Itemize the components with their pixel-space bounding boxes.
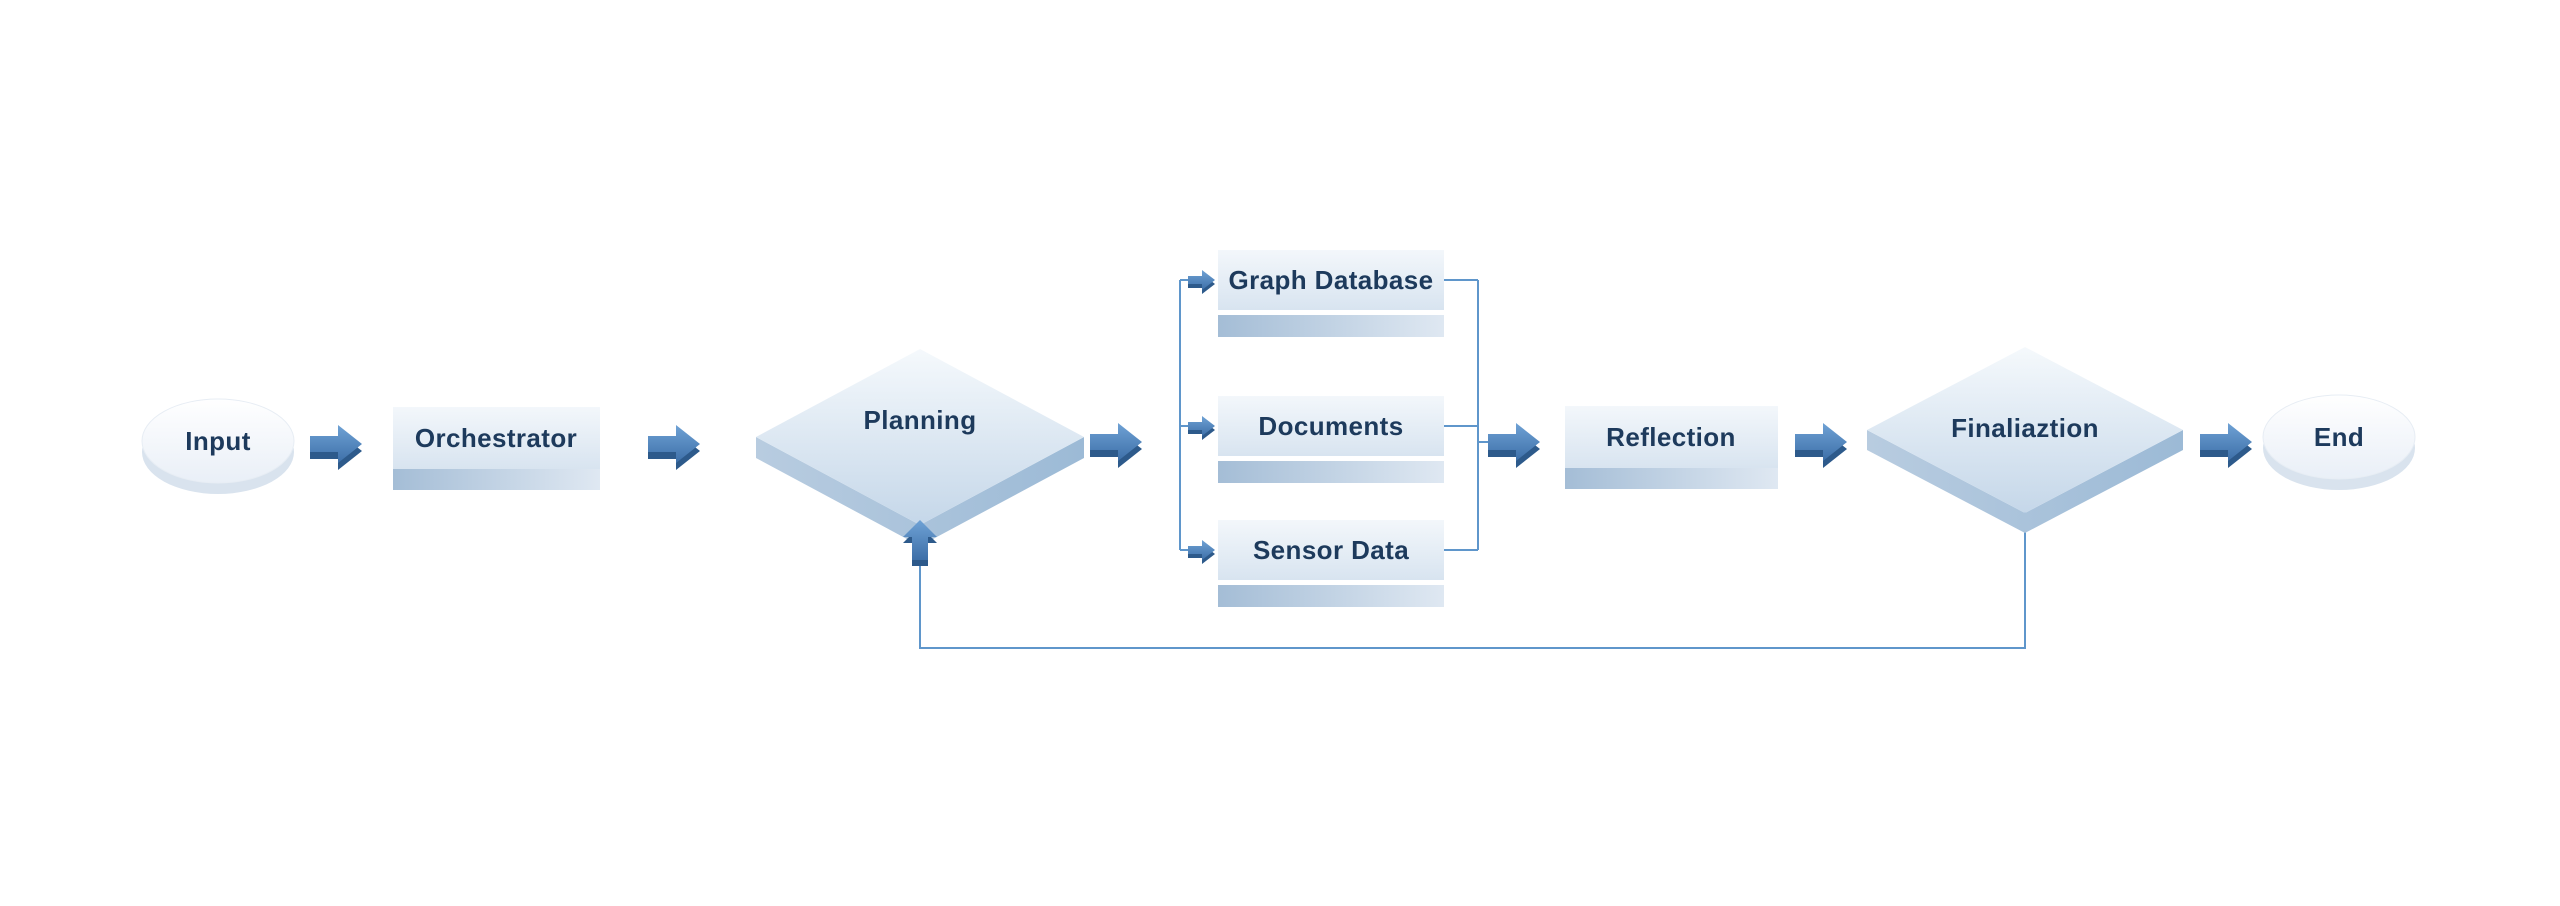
- sensor-data-band: [1218, 585, 1444, 607]
- node-orchestrator: Orchestrator: [393, 407, 600, 490]
- input-disc-face: [141, 398, 295, 484]
- documents-face: [1218, 396, 1444, 456]
- node-documents-label: Documents: [1258, 411, 1403, 441]
- feedback-up-arrow-icon: [903, 520, 937, 566]
- node-sensor-data-label: Sensor Data: [1253, 535, 1409, 565]
- node-planning: Planning: [756, 349, 1084, 546]
- reflection-face: [1565, 406, 1778, 468]
- arrow-planning-fanout-icon: [1090, 423, 1142, 468]
- node-input: Input: [141, 398, 295, 494]
- reflection-band: [1565, 468, 1778, 489]
- arrow-finalization-end-icon: [2200, 423, 2252, 468]
- node-reflection: Reflection: [1565, 406, 1778, 489]
- sensor-data-face: [1218, 520, 1444, 580]
- arrow-into-documents-icon: [1188, 416, 1215, 440]
- arrow-into-graph-database-icon: [1188, 270, 1215, 294]
- planning-diamond-depth: [756, 437, 1084, 546]
- node-orchestrator-label: Orchestrator: [415, 423, 577, 453]
- documents-band: [1218, 461, 1444, 483]
- finalization-diamond-face: [1867, 347, 2183, 513]
- arrow-into-sensor-data-icon: [1188, 540, 1215, 564]
- planning-diamond-face: [756, 349, 1084, 525]
- graph-database-face: [1218, 250, 1444, 310]
- orchestrator-band: [393, 469, 600, 490]
- node-planning-label: Planning: [864, 405, 977, 435]
- feedback-connector: [919, 510, 2026, 649]
- reflection-fanin-connector: [1444, 279, 1490, 551]
- arrow-orchestrator-planning-icon: [648, 425, 700, 470]
- arrow-input-orchestrator-icon: [310, 425, 362, 470]
- node-documents: Documents: [1218, 396, 1444, 483]
- arrow-fanin-reflection-icon: [1488, 423, 1540, 468]
- finalization-diamond-depth: [1867, 430, 2183, 533]
- node-sensor-data: Sensor Data: [1218, 520, 1444, 607]
- node-finalization-label: Finaliaztion: [1951, 413, 2099, 443]
- node-graph-database-label: Graph Database: [1228, 265, 1433, 295]
- graph-database-band: [1218, 315, 1444, 337]
- end-disc-face: [2262, 394, 2416, 480]
- node-end: End: [2262, 394, 2416, 490]
- node-end-label: End: [2314, 422, 2364, 452]
- node-finalization: Finaliaztion: [1867, 347, 2183, 533]
- arrow-reflection-finalization-icon: [1795, 423, 1847, 468]
- node-graph-database: Graph Database: [1218, 250, 1444, 337]
- orchestrator-face: [393, 407, 600, 469]
- node-reflection-label: Reflection: [1606, 422, 1736, 452]
- node-input-label: Input: [185, 426, 251, 456]
- planning-fanout-connector: [1179, 279, 1188, 551]
